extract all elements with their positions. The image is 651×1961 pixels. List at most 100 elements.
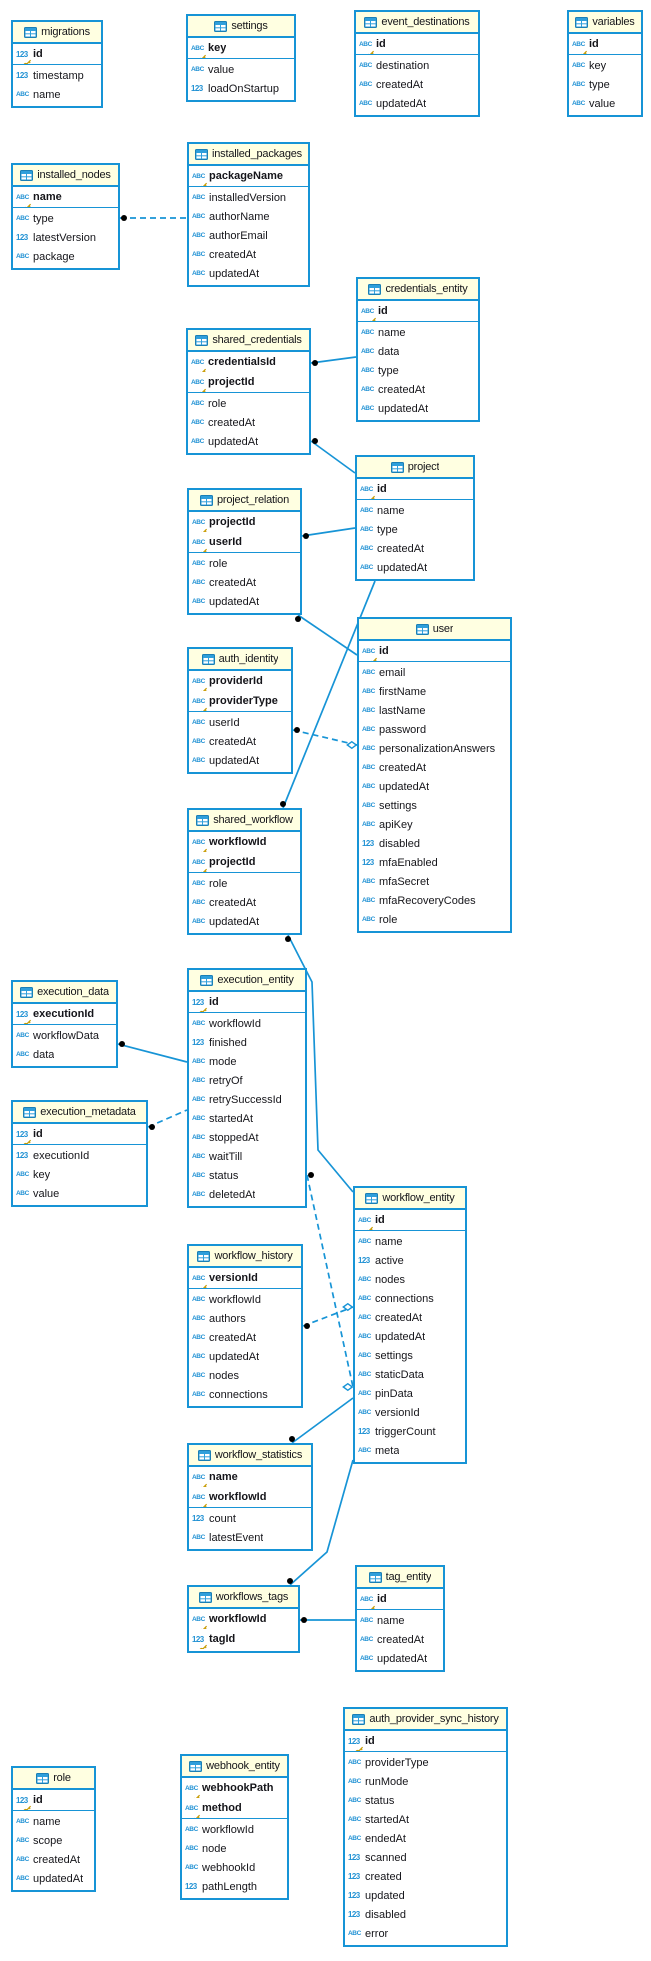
table-icon: [199, 494, 213, 506]
relation-project_relation-project[interactable]: [301, 527, 356, 537]
table-header[interactable]: project_relation: [189, 490, 300, 512]
fk-endpoint-dot: [287, 1578, 293, 1584]
table-header[interactable]: shared_workflow: [189, 810, 300, 832]
table-header[interactable]: auth_identity: [189, 649, 291, 671]
table-header[interactable]: tag_entity: [357, 1567, 443, 1589]
type-glyph: ABC: [362, 897, 375, 904]
table-header[interactable]: installed_nodes: [13, 165, 118, 187]
fk-endpoint-dot: [303, 533, 309, 539]
column-name: id: [209, 996, 219, 1008]
relation-workflows_tags-workflow_entity[interactable]: [289, 1459, 354, 1586]
table-header[interactable]: execution_entity: [189, 970, 305, 992]
type-glyph: ABC: [16, 91, 29, 98]
table-header[interactable]: variables: [569, 12, 641, 34]
relation-workflow_history-workflow_entity[interactable]: [302, 1306, 354, 1327]
table-header[interactable]: project: [357, 457, 473, 479]
column-name: value: [33, 1187, 60, 1200]
type-glyph: 123: [192, 1634, 204, 1644]
table-header[interactable]: migrations: [13, 22, 101, 44]
relation-execution_data-execution_entity[interactable]: [117, 1043, 188, 1063]
text-type-icon: ABC: [192, 539, 209, 552]
relation-shared_credentials-credentials_entity[interactable]: [310, 356, 357, 364]
table-header[interactable]: webhook_entity: [182, 1756, 287, 1778]
table-header[interactable]: role: [13, 1768, 94, 1790]
relation-execution_entity-workflow_entity[interactable]: [306, 1174, 354, 1388]
type-glyph: ABC: [362, 669, 375, 676]
text-type-icon: ABC: [358, 1371, 375, 1378]
table-header[interactable]: workflow_history: [189, 1246, 301, 1268]
text-type-icon: ABC: [16, 1856, 33, 1863]
relation-shared_credentials-project[interactable]: [310, 440, 356, 474]
column-name: executionId: [33, 1008, 95, 1020]
type-glyph: ABC: [192, 918, 205, 925]
column-name: updated: [365, 1889, 405, 1902]
relation-workflow_statistics-workflow_entity[interactable]: [291, 1397, 354, 1444]
table-header[interactable]: auth_provider_sync_history: [345, 1709, 506, 1731]
type-glyph: 123: [362, 839, 374, 848]
table-icon: [352, 1713, 366, 1725]
table-header[interactable]: event_destinations: [356, 12, 478, 34]
type-glyph: ABC: [362, 688, 375, 695]
type-glyph: ABC: [192, 1615, 205, 1623]
type-glyph: ABC: [16, 215, 29, 222]
relation-shared_workflow-workflow_entity[interactable]: [287, 934, 354, 1193]
column-name: startedAt: [209, 1112, 254, 1125]
number-type-icon: 123: [348, 1872, 365, 1881]
text-type-icon: ABC: [185, 1805, 202, 1818]
table-header[interactable]: installed_packages: [189, 144, 308, 166]
type-glyph: ABC: [572, 100, 585, 107]
text-type-icon: ABC: [16, 1171, 33, 1178]
text-type-icon: ABC: [192, 1315, 209, 1322]
column-name: value: [589, 97, 616, 110]
table-header[interactable]: execution_data: [13, 982, 116, 1004]
primary-key-icon: [367, 495, 376, 499]
table-header[interactable]: settings: [188, 16, 294, 38]
relation-execution_metadata-execution_entity[interactable]: [147, 1109, 188, 1128]
column-name: workflowId: [209, 1017, 261, 1030]
table-header[interactable]: workflow_statistics: [189, 1445, 311, 1467]
table-header[interactable]: credentials_entity: [358, 279, 478, 301]
primary-key-icon: [23, 1805, 32, 1810]
table-header[interactable]: shared_credentials: [188, 330, 309, 352]
table-name: execution_data: [37, 986, 109, 998]
table-header[interactable]: workflows_tags: [189, 1587, 298, 1609]
type-glyph: ABC: [360, 1617, 373, 1624]
table-header[interactable]: execution_metadata: [13, 1102, 146, 1124]
relation-auth_identity-user[interactable]: [292, 729, 358, 746]
type-glyph: ABC: [192, 1172, 205, 1179]
column-name: created: [365, 1870, 402, 1883]
text-type-icon: ABC: [192, 738, 209, 745]
table-header[interactable]: workflow_entity: [355, 1188, 465, 1210]
table-header[interactable]: user: [359, 619, 510, 641]
table-icon: [415, 623, 429, 635]
type-glyph: ABC: [16, 1032, 29, 1039]
